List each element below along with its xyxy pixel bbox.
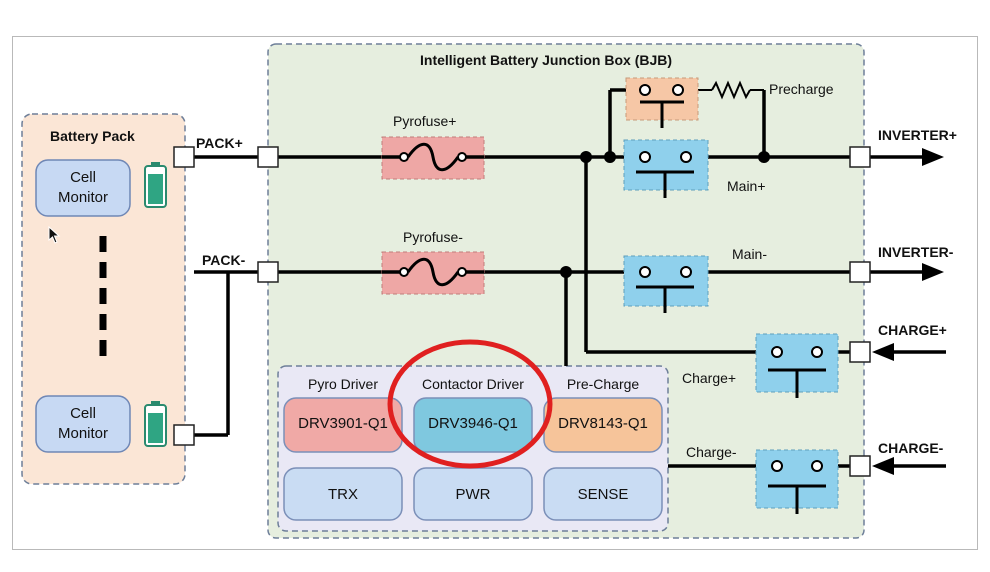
- cell-monitor-top-line1: Cell: [70, 169, 96, 186]
- contactor-driver-label: Contactor Driver: [422, 376, 524, 392]
- pack-pos-label: PACK+: [196, 135, 243, 151]
- charge-pos-port-label: CHARGE+: [878, 322, 947, 338]
- main-neg-contactor: [623, 255, 709, 313]
- main-neg-label: Main-: [732, 246, 768, 262]
- pyro-chip-box: [283, 397, 403, 453]
- port-terminals: [173, 146, 871, 477]
- charge-pos-label: Charge+: [682, 370, 737, 386]
- charge-neg-contactor: [755, 449, 839, 514]
- cell-monitor-top: Cell Monitor: [36, 168, 130, 208]
- highlight-circle: [387, 339, 553, 469]
- cell-monitor-bottom-line1: Cell: [70, 405, 96, 422]
- mouse-cursor-icon: [48, 226, 61, 244]
- cell-monitor-top-box: [35, 159, 131, 217]
- junction-dots: [560, 151, 770, 278]
- charge-pos-contactor: [755, 333, 839, 398]
- cell-monitor-top-line2: Monitor: [57, 189, 109, 206]
- pyrofuse-neg: [381, 251, 485, 295]
- battery-icon-top: [144, 162, 167, 208]
- contactor-chip-label: DRV3946-Q1: [428, 415, 518, 432]
- precharge-driver-label: Pre-Charge: [566, 376, 640, 392]
- precharge-label: Precharge: [769, 81, 834, 97]
- charge-neg-label: Charge-: [686, 444, 737, 460]
- inverter-pos-label: INVERTER+: [878, 127, 957, 143]
- battery-pack-title: Battery Pack: [50, 128, 135, 144]
- precharge-resistor: [711, 80, 751, 100]
- pyro-driver-label: Pyro Driver: [307, 376, 378, 392]
- trx-label: TRX: [328, 486, 358, 503]
- main-pos-label: Main+: [727, 178, 766, 194]
- main-pos-contactor: [623, 139, 709, 198]
- cell-monitor-bottom-line2: Monitor: [57, 425, 109, 442]
- pyro-chip-label: DRV3901-Q1: [298, 415, 388, 432]
- contactor-chip-box: [413, 397, 533, 453]
- cell-monitor-bottom: Cell Monitor: [36, 404, 130, 444]
- sense-box: [543, 467, 663, 521]
- sense-label: SENSE: [577, 486, 629, 503]
- port-arrows: [870, 148, 946, 475]
- cell-monitor-bottom-box: [35, 395, 131, 453]
- pyrofuse-pos: [381, 136, 485, 180]
- precharge-chip-label: DRV8143-Q1: [558, 415, 648, 432]
- pyrofuse-pos-label: Pyrofuse+: [393, 113, 457, 129]
- trx-box: [283, 467, 403, 521]
- pack-neg-label: PACK-: [202, 252, 246, 268]
- bjb-title: Intelligent Battery Junction Box (BJB): [420, 52, 673, 68]
- battery-icon-bottom: [144, 401, 167, 447]
- charge-neg-port-label: CHARGE-: [878, 440, 944, 456]
- pwr-label: PWR: [455, 486, 491, 503]
- pyrofuse-neg-label: Pyrofuse-: [403, 229, 463, 245]
- inverter-neg-label: INVERTER-: [878, 244, 954, 260]
- precharge-contactor: [625, 77, 699, 128]
